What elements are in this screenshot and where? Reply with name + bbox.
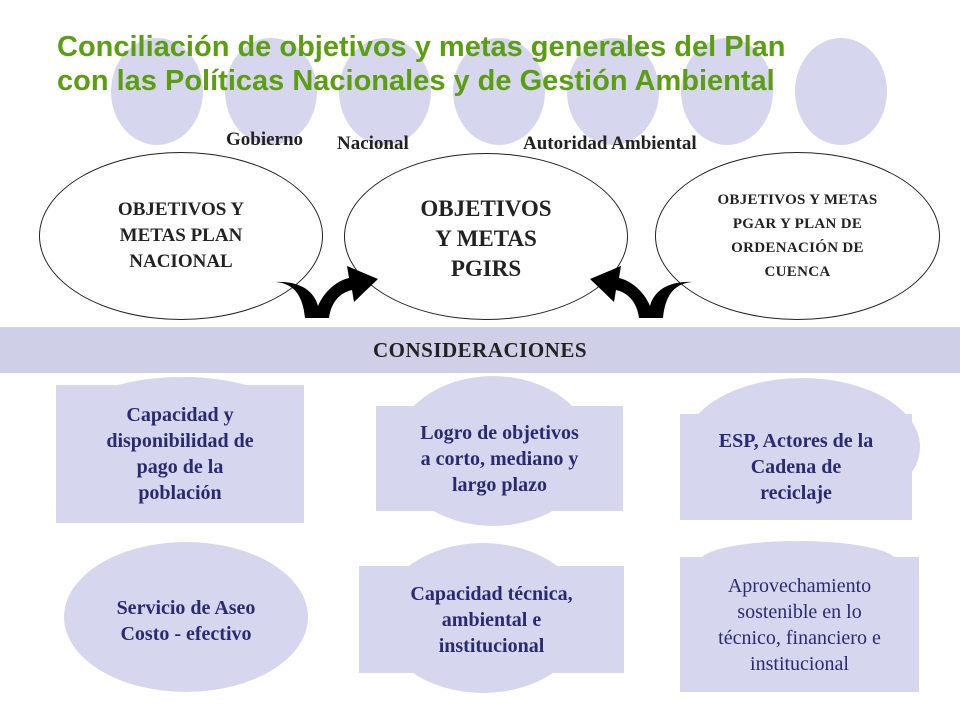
label-nacional: Nacional [337, 133, 409, 154]
ellipse-pgirs-text: OBJETIVOS Y METAS PGIRS [420, 190, 551, 284]
card-1-line-1: Capacidad y [126, 404, 234, 426]
ellipse-pgar-text: OBJETIVOS Y METAS PGAR Y PLAN DE ORDENAC… [717, 188, 877, 284]
ellipse-plan-nacional: OBJETIVOS Y METAS PLAN NACIONAL [39, 152, 323, 320]
card-6-rect [680, 557, 919, 692]
considerations-band: CONSIDERACIONES [0, 327, 960, 373]
card-servicio-aseo: Servicio de Aseo Costo - efectivo [64, 542, 308, 692]
card-capacidad-tecnica: Capacidad técnica, ambiental e instituci… [359, 566, 624, 673]
label-autoridad-ambiental: Autoridad Ambiental [523, 133, 697, 154]
card-2-line-1: Logro de objetivos [420, 421, 579, 444]
card-5-line-2: ambiental e [441, 608, 542, 631]
decor-circle-3 [339, 38, 431, 145]
slide-title: Conciliación de objetivos y metas genera… [57, 30, 947, 98]
card-3-line-1: ESP, Actores de la [718, 430, 874, 452]
ellipse-center-line-3: PGIRS [450, 255, 522, 281]
card-capacidad-pago: Capacidad y disponibilidad de pago de la… [56, 385, 304, 523]
ellipse-center-line-2: Y METAS [435, 225, 537, 251]
decor-circle-4 [453, 38, 545, 145]
card-1-line-4: población [138, 482, 222, 504]
card-3-line-3: reciclaje [760, 482, 832, 504]
ellipse-center-line-1: OBJETIVOS [420, 195, 552, 221]
ellipse-right-line-1: OBJETIVOS Y METAS [717, 192, 878, 208]
card-6-line-4: institucional [750, 652, 849, 675]
decor-circle-1 [111, 38, 203, 145]
card-2-line-2: a corto, mediano y [420, 447, 579, 470]
card-2-line-3: largo plazo [451, 473, 547, 496]
ellipse-pgar: OBJETIVOS Y METAS PGAR Y PLAN DE ORDENAC… [655, 152, 940, 320]
card-4-ellipse [64, 542, 308, 692]
card-logro-objetivos: Logro de objetivos a corto, mediano y la… [376, 406, 623, 511]
curved-arrow-right-icon [590, 266, 692, 318]
ellipse-plan-nacional-text: OBJETIVOS Y METAS PLAN NACIONAL [118, 197, 244, 275]
ellipse-right-line-2: PGAR Y PLAN DE [732, 216, 863, 232]
decor-circle-6 [681, 38, 773, 145]
card-5-line-3: institucional [438, 634, 545, 657]
card-6-line-3: técnico, financiero e [718, 626, 881, 649]
card-4-line-2: Costo - efectivo [120, 623, 252, 645]
ellipse-left-line-3: NACIONAL [129, 251, 233, 272]
ellipse-left-line-1: OBJETIVOS Y [117, 199, 245, 220]
card-6-line-1: Aprovechamiento [727, 574, 872, 597]
card-aprovechamiento: Aprovechamiento sostenible en lo técnico… [680, 557, 919, 692]
ellipse-right-line-4: CUENCA [764, 264, 831, 280]
title-line-2: con las Políticas Nacionales y de Gestió… [57, 65, 775, 97]
card-4-line-1: Servicio de Aseo [116, 597, 256, 619]
card-esp-actores: ESP, Actores de la Cadena de reciclaje [680, 414, 912, 520]
card-1-line-3: pago de la [136, 456, 224, 478]
card-3-rect [680, 414, 912, 520]
curved-arrow-left-icon [276, 266, 378, 318]
decor-circle-7 [795, 38, 887, 145]
card-6-line-2: sostenible en lo [737, 600, 862, 623]
card-1-rect [56, 385, 304, 523]
decor-circle-2 [225, 38, 317, 145]
card-3-line-2: Cadena de [750, 456, 842, 478]
card-5-line-1: Capacidad técnica, [410, 582, 573, 605]
decor-circle-5 [567, 38, 659, 145]
ellipse-pgirs: OBJETIVOS Y METAS PGIRS [344, 153, 628, 320]
label-gobierno: Gobierno [226, 129, 304, 150]
card-1-line-2: disponibilidad de [106, 430, 254, 452]
ellipse-left-line-2: METAS PLAN [119, 225, 243, 246]
card-2-rect [376, 406, 623, 511]
title-line-1: Conciliación de objetivos y metas genera… [57, 31, 786, 63]
ellipse-right-line-3: ORDENACIÓN DE [731, 240, 864, 256]
card-5-rect [359, 566, 624, 673]
